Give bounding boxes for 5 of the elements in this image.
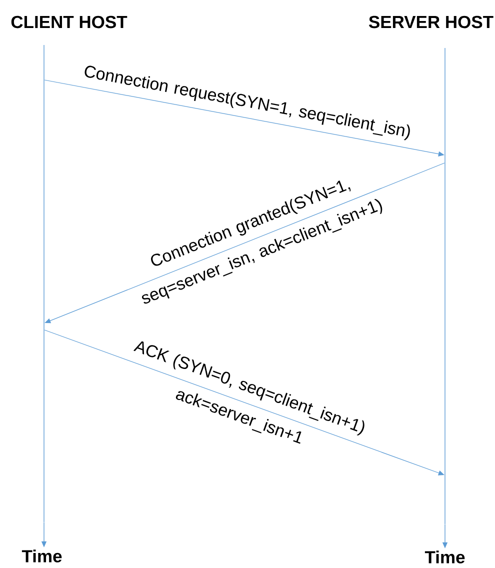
host-label: SERVER HOST (368, 16, 494, 28)
message-arrow (44, 162, 445, 324)
time-label: Time (424, 550, 465, 564)
time-label: Time (22, 550, 62, 562)
host-label: CLIENT HOST (11, 16, 128, 28)
